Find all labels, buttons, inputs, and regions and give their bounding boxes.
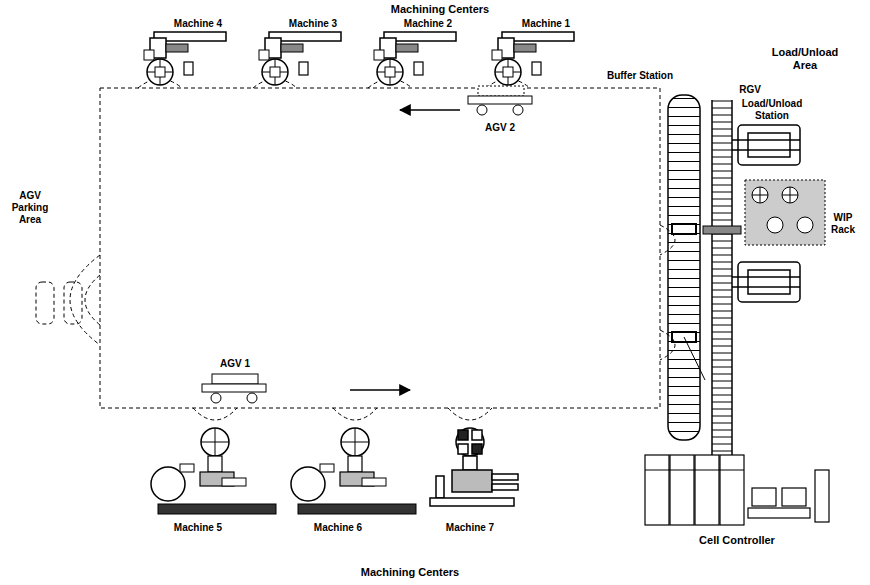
- machine-label: Machine 3: [289, 18, 337, 30]
- controller-label: Cell Controller: [699, 534, 775, 547]
- parking-label: AGV Parking Area: [4, 190, 56, 226]
- machine-label: Machine 6: [314, 522, 362, 534]
- group-heading: Machining Centers: [361, 566, 459, 579]
- rack-label: WIP Rack: [822, 212, 864, 236]
- machine-label: Machine 2: [404, 18, 452, 30]
- machine-label: Machine 1: [522, 18, 570, 30]
- machine-label: Machine 5: [174, 522, 222, 534]
- agv-label: AGV 1: [220, 358, 250, 370]
- area-label: Load/Unload Area: [769, 46, 841, 72]
- agv-label: AGV 2: [485, 122, 515, 134]
- station-label: Load/Unload Station: [737, 98, 807, 122]
- station-label: Buffer Station: [607, 70, 673, 82]
- machine-label: Machine 4: [174, 18, 222, 30]
- rgv-label: RGV: [739, 84, 761, 96]
- machine-label: Machine 7: [446, 522, 494, 534]
- group-heading: Machining Centers: [391, 3, 489, 16]
